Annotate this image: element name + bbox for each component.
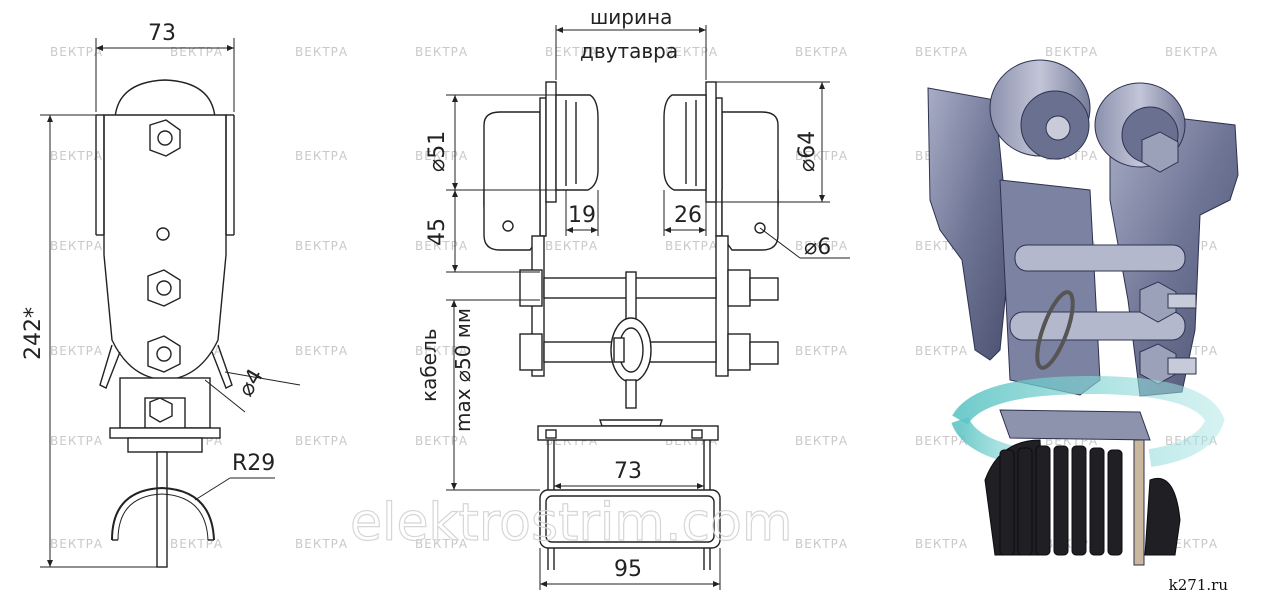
brand-watermark: ВЕКТРА	[665, 45, 718, 59]
site-watermark: elektrostrim.com	[350, 493, 793, 553]
brand-watermark: ВЕКТРА	[295, 344, 348, 358]
side-view	[95, 79, 235, 568]
brand-watermark: ВЕКТРА	[415, 434, 468, 448]
brand-watermark: ВЕКТРА	[295, 239, 348, 253]
side-view-dimensions	[40, 38, 301, 568]
dim-flange-left: 19	[568, 203, 596, 228]
brand-watermark: ВЕКТРА	[415, 537, 468, 551]
brand-watermark: ВЕКТРА	[795, 239, 848, 253]
brand-watermark: ВЕКТРА	[1165, 537, 1218, 551]
brand-watermark: ВЕКТРА	[170, 45, 223, 59]
dim-saddle-outer: 95	[614, 557, 642, 582]
dim-flange-right: 26	[674, 203, 702, 228]
dim-side-width: 73	[148, 21, 176, 46]
brand-watermark: ВЕКТРА	[415, 45, 468, 59]
brand-watermarks: ВЕКТРА ВЕКТРА ВЕКТРА ВЕКТРА ВЕКТРА ВЕКТРА ВЕКТ…	[50, 45, 1218, 551]
dim-cable-line2: max ⌀50 мм	[451, 308, 475, 432]
brand-watermark: ВЕКТРА	[795, 344, 848, 358]
brand-watermark: ВЕКТРА	[795, 434, 848, 448]
brand-watermark: ВЕКТРА	[295, 537, 348, 551]
brand-watermark: ВЕКТРА	[50, 149, 103, 163]
brand-watermark: ВЕКТРА	[545, 45, 598, 59]
brand-watermark: ВЕКТРА	[915, 537, 968, 551]
brand-watermark: ВЕКТРА	[295, 434, 348, 448]
brand-watermark: ВЕКТРА	[545, 239, 598, 253]
dim-beam-width-line1: ширина	[590, 5, 672, 29]
dim-roller-large: ⌀64	[795, 131, 820, 172]
dim-saddle-inner: 73	[614, 459, 642, 484]
dim-cable-line1: кабель	[417, 328, 441, 402]
brand-watermark: ВЕКТРА	[50, 537, 103, 551]
brand-watermark: ВЕКТРА	[50, 239, 103, 253]
dim-roller-small: ⌀51	[425, 131, 450, 172]
brand-watermark: ВЕКТРА	[50, 344, 103, 358]
bolt-mid	[147, 269, 181, 307]
brand-watermark: ВЕКТРА	[170, 537, 223, 551]
bolt-low	[147, 335, 181, 373]
brand-watermark: ВЕКТРА	[915, 434, 968, 448]
brand-watermark: ВЕКТРА	[665, 239, 718, 253]
brand-watermark: ВЕКТРА	[1045, 45, 1098, 59]
dim-bracket-height: 45	[425, 218, 450, 246]
brand-watermark: ВЕКТРА	[1165, 45, 1218, 59]
brand-watermark: ВЕКТРА	[50, 434, 103, 448]
dim-overall-height: 242*	[21, 307, 46, 360]
dim-beam-width-line2: двутавра	[580, 39, 678, 63]
trolley-3d-render	[927, 59, 1239, 566]
dim-pin-hole: ⌀6	[804, 235, 831, 260]
hole-mid	[156, 227, 170, 241]
credit-label: k271.ru	[1168, 576, 1228, 594]
brand-watermark: ВЕКТРА	[50, 45, 103, 59]
brand-watermark: ВЕКТРА	[295, 45, 348, 59]
brand-watermark: ВЕКТРА	[795, 537, 848, 551]
brand-watermark: ВЕКТРА	[915, 45, 968, 59]
brand-watermark: ВЕКТРА	[295, 149, 348, 163]
front-view-dimensions	[446, 25, 850, 590]
brand-watermark: ВЕКТРА	[915, 344, 968, 358]
front-view	[483, 81, 779, 570]
dim-radius: R29	[232, 451, 275, 476]
dim-hole-dia: ⌀4	[234, 365, 269, 401]
bolt-top	[149, 119, 181, 157]
brand-watermark: ВЕКТРА	[795, 45, 848, 59]
